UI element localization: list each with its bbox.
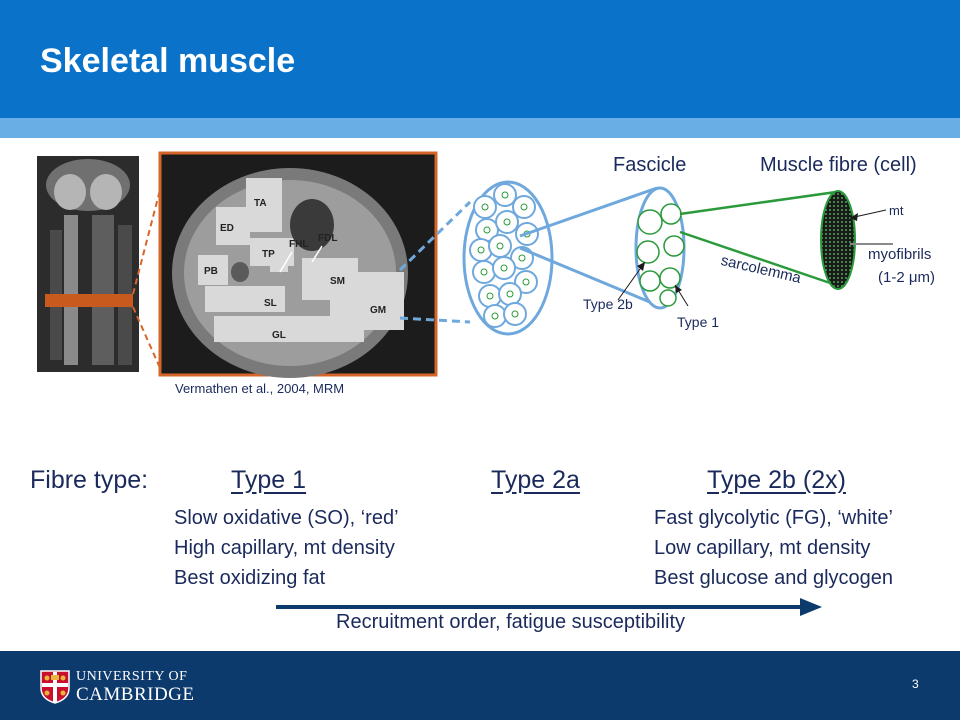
type2b-line: Fast glycolytic (FG), ‘white’ bbox=[654, 507, 893, 529]
mri-label-pb: PB bbox=[204, 266, 218, 277]
citation: Vermathen et al., 2004, MRM bbox=[175, 381, 345, 396]
type1-line: Slow oxidative (SO), ‘red’ bbox=[174, 507, 399, 529]
slice-marker bbox=[45, 294, 133, 307]
university-crest-icon bbox=[40, 670, 70, 704]
mri-label-gm: GM bbox=[370, 305, 386, 316]
myofibrils-label: myofibrils bbox=[868, 246, 932, 263]
type2b-pointer-label: Type 2b bbox=[583, 296, 633, 312]
mri-label-ed: ED bbox=[220, 223, 234, 234]
university-name-line1: UNIVERSITY OF bbox=[76, 669, 188, 684]
type1-line: High capillary, mt density bbox=[174, 537, 395, 559]
mri-label-sm: SM bbox=[330, 276, 345, 287]
fascicle-label: Fascicle bbox=[613, 154, 687, 176]
type2b-description: Fast glycolytic (FG), ‘white’ Low capill… bbox=[654, 503, 893, 593]
type1-description: Slow oxidative (SO), ‘red’ High capillar… bbox=[174, 503, 399, 593]
muscle-fibre-label: Muscle fibre (cell) bbox=[760, 154, 917, 176]
mri-label-fhl: FHL bbox=[289, 239, 308, 250]
muscle-bundle bbox=[462, 180, 554, 336]
university-name-line2: CAMBRIDGE bbox=[76, 684, 195, 705]
slide-title: Skeletal muscle bbox=[40, 42, 296, 80]
type2b-heading: Type 2b (2x) bbox=[707, 466, 846, 494]
muscle-diagram: TA ED FHL FDL TP PB SM SL GM GL bbox=[37, 151, 893, 378]
type1-line: Best oxidizing fat bbox=[174, 567, 326, 589]
mri-label-gl: GL bbox=[272, 330, 286, 341]
recruitment-label: Recruitment order, fatigue susceptibilit… bbox=[336, 611, 686, 633]
footer-bar bbox=[0, 651, 960, 720]
fascicle-shape bbox=[634, 186, 686, 310]
fibre-type-label: Fibre type: bbox=[30, 466, 149, 494]
leg-mri-thumbnail bbox=[37, 156, 139, 372]
myofibrils-size-label: (1-2 μm) bbox=[878, 269, 935, 286]
header-bar bbox=[0, 0, 960, 118]
mt-label: mt bbox=[889, 203, 904, 218]
mri-cross-section: TA ED FHL FDL TP PB SM SL GM GL bbox=[158, 151, 438, 378]
type1-pointer-label: Type 1 bbox=[677, 314, 720, 330]
university-name: UNIVERSITY OF CAMBRIDGE bbox=[76, 668, 195, 704]
recruitment-arrow bbox=[276, 598, 822, 616]
mri-label-tp: TP bbox=[262, 249, 275, 260]
type2b-line: Best glucose and glycogen bbox=[654, 567, 894, 589]
type2a-heading: Type 2a bbox=[491, 466, 580, 494]
mri-label-ta: TA bbox=[254, 198, 267, 209]
type2b-line: Low capillary, mt density bbox=[654, 537, 871, 559]
muscle-fibre-shape bbox=[820, 190, 856, 290]
mri-label-sl: SL bbox=[264, 298, 277, 309]
type1-heading: Type 1 bbox=[231, 466, 307, 494]
header-stripe bbox=[0, 118, 960, 138]
mri-label-fdl: FDL bbox=[318, 233, 337, 244]
page-number: 3 bbox=[912, 677, 919, 691]
